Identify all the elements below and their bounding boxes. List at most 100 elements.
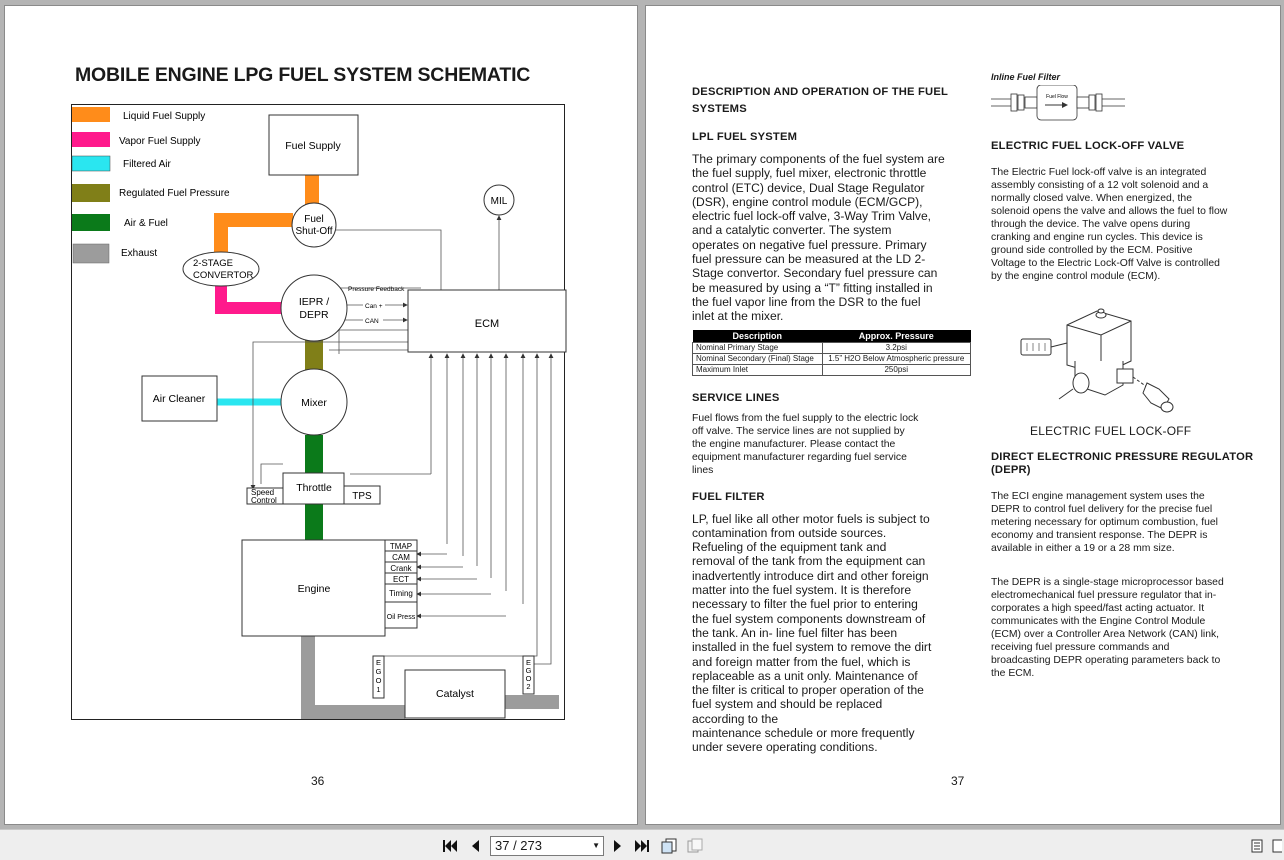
text-line: maintenance schedule or more frequently xyxy=(692,726,915,741)
two-page-icon xyxy=(687,838,703,852)
last-page-button[interactable] xyxy=(630,830,654,860)
text-line: receiving fuel pressure commands and xyxy=(991,642,1170,653)
text-line: fuel pressure can be measured at the LD … xyxy=(692,252,926,267)
text-line: necessary to filter the fuel prior to en… xyxy=(692,597,918,612)
text-line: matter into the fuel system. It is there… xyxy=(692,583,912,598)
svg-text:G: G xyxy=(526,666,532,675)
text-line: according to the xyxy=(692,711,779,726)
text-line: the ECM. xyxy=(991,668,1035,679)
page-number-select[interactable]: 37 / 273 ▼ xyxy=(490,836,604,856)
text-line: installed in the fuel system to remove t… xyxy=(692,640,932,655)
mil-node xyxy=(483,184,515,216)
text-line: assembly consisting of a 12 volt solenoi… xyxy=(991,180,1209,191)
text-line: LP, fuel like all other motor fuels is s… xyxy=(692,511,930,526)
svg-text:Can +: Can + xyxy=(365,303,383,310)
heading-lockoff: ELECTRIC FUEL LOCK-OFF VALVE xyxy=(991,140,1185,152)
heading-depr: DIRECT ELECTRONIC PRESSURE REGULATOR (DE… xyxy=(991,451,1254,476)
inline-filter-illustration: Fuel Flow xyxy=(991,84,1125,121)
text-line: under severe operating conditions. xyxy=(692,740,878,755)
lockoff-paragraph: The Electric Fuel lock-off valve is an i… xyxy=(991,166,1261,283)
legend-label: Vapor Fuel Supply xyxy=(119,136,201,147)
svg-text:E: E xyxy=(526,658,531,667)
text-line: inadvertently introduce dirt and other f… xyxy=(692,568,929,583)
text-line: solenoid opens the valve and allows the … xyxy=(991,206,1228,217)
prev-page-button[interactable] xyxy=(464,830,486,860)
ego1-box xyxy=(372,655,385,699)
depr-paragraph-2: The DEPR is a single-stage microprocesso… xyxy=(991,576,1261,680)
panel-icon xyxy=(1272,839,1282,852)
legend-label: Air & Fuel xyxy=(124,218,168,229)
heading-service-lines: SERVICE LINES xyxy=(692,391,780,404)
table-header: Description xyxy=(692,329,823,343)
svg-text:Engine: Engine xyxy=(298,583,331,595)
svg-text:2-STAGE: 2-STAGE xyxy=(193,258,233,269)
svg-text:CAN: CAN xyxy=(365,318,379,325)
svg-text:Mixer: Mixer xyxy=(301,397,327,409)
text-line: through the device. The valve opens duri… xyxy=(991,219,1191,230)
first-page-icon xyxy=(443,839,457,852)
text-line: electric fuel lock-off valve, 3-Way Trim… xyxy=(692,209,932,224)
text-line: Refueling of the equipment tank and xyxy=(692,540,887,555)
text-line: communicates with the Engine Control Mod… xyxy=(991,616,1206,627)
text-line: fuel system and should be replaced xyxy=(692,697,883,712)
text-line: ground side controlled by the ECM. Posit… xyxy=(991,245,1193,256)
text-line: and a catalytic converter. The system xyxy=(692,223,892,238)
text-line: operates on negative fuel pressure. Prim… xyxy=(692,237,927,252)
svg-text:E: E xyxy=(376,658,381,667)
legend-swatch-air xyxy=(71,155,111,172)
next-page-button[interactable] xyxy=(608,830,628,860)
text-line: DEPR to control fuel delivery for the pr… xyxy=(991,504,1213,515)
svg-text:Speed: Speed xyxy=(251,488,274,497)
single-page-icon xyxy=(661,838,677,853)
legend-label: Filtered Air xyxy=(123,159,171,170)
svg-text:MIL: MIL xyxy=(491,196,508,207)
svg-text:2: 2 xyxy=(526,682,530,691)
next-page-icon xyxy=(614,839,621,852)
text-line: The Electric Fuel lock-off valve is an i… xyxy=(991,167,1207,178)
text-line: and foreign matter from the fuel, which … xyxy=(692,654,911,669)
sidebar-button[interactable] xyxy=(1270,830,1284,860)
notes-button[interactable] xyxy=(1248,830,1266,860)
lpl-paragraph: The primary components of the fuel syste… xyxy=(692,152,972,324)
lockoff-valve-illustration xyxy=(1020,308,1174,413)
tps-box xyxy=(343,485,381,505)
svg-text:Control: Control xyxy=(251,496,277,505)
sensor-label: Crank xyxy=(390,564,412,573)
text-line: the fuel system components downstream of xyxy=(692,611,926,626)
air-cleaner-box xyxy=(141,375,218,422)
svg-text:1: 1 xyxy=(376,685,380,694)
two-page-view-button[interactable] xyxy=(683,830,707,860)
svg-text:Fuel: Fuel xyxy=(304,214,323,225)
single-page-view-button[interactable] xyxy=(657,830,681,860)
table-row: Nominal Secondary (Final) Stage 1.5” H2O… xyxy=(692,352,972,365)
legend-label: Liquid Fuel Supply xyxy=(123,111,205,122)
heading-lpl: LPL FUEL SYSTEM xyxy=(692,131,798,143)
legend-label: Regulated Fuel Pressure xyxy=(119,188,230,199)
left-page: MOBILE ENGINE LPG FUEL SYSTEM SCHEMATIC … xyxy=(4,5,638,825)
legend-swatch-vapor xyxy=(72,132,110,147)
convertor-node xyxy=(182,251,260,287)
first-page-button[interactable] xyxy=(438,830,462,860)
legend-label: Exhaust xyxy=(121,248,157,259)
text-line: Fuel flows from the fuel supply to the e… xyxy=(692,412,919,424)
schematic-title: MOBILE ENGINE LPG FUEL SYSTEM SCHEMATIC xyxy=(75,64,531,86)
text-line: off valve. The service lines are not sup… xyxy=(692,425,905,437)
text-line: the filter is critical to proper operati… xyxy=(692,683,924,698)
text-line: control (ETC) device, Dual Stage Regulat… xyxy=(692,180,925,195)
svg-text:IEPR /: IEPR / xyxy=(299,296,329,308)
fuel-shutoff-node xyxy=(291,202,337,248)
svg-text:O: O xyxy=(526,674,532,683)
catalyst-box xyxy=(404,669,506,719)
text-line: broadcasting DEPR operating parameters b… xyxy=(991,655,1221,666)
inline-filter-caption: Inline Fuel Filter xyxy=(991,72,1061,82)
legend-swatch-regulated xyxy=(72,184,110,202)
text-line: Voltage to the Electric Lock-Off Valve i… xyxy=(991,258,1220,269)
svg-text:CONVERTOR: CONVERTOR xyxy=(193,270,253,281)
right-column: Inline Fuel Filter Fuel Flow ELECTRIC FU… xyxy=(991,72,1261,680)
svg-text:Fuel Supply: Fuel Supply xyxy=(285,140,341,152)
text-line: cranking and engine run cycles. This dev… xyxy=(991,232,1203,243)
text-line: The primary components of the fuel syste… xyxy=(692,152,945,166)
legend-swatch-airfuel xyxy=(72,214,110,231)
text-line: normally closed valve. When energized, t… xyxy=(991,193,1192,204)
page-number: 37 xyxy=(951,774,965,788)
